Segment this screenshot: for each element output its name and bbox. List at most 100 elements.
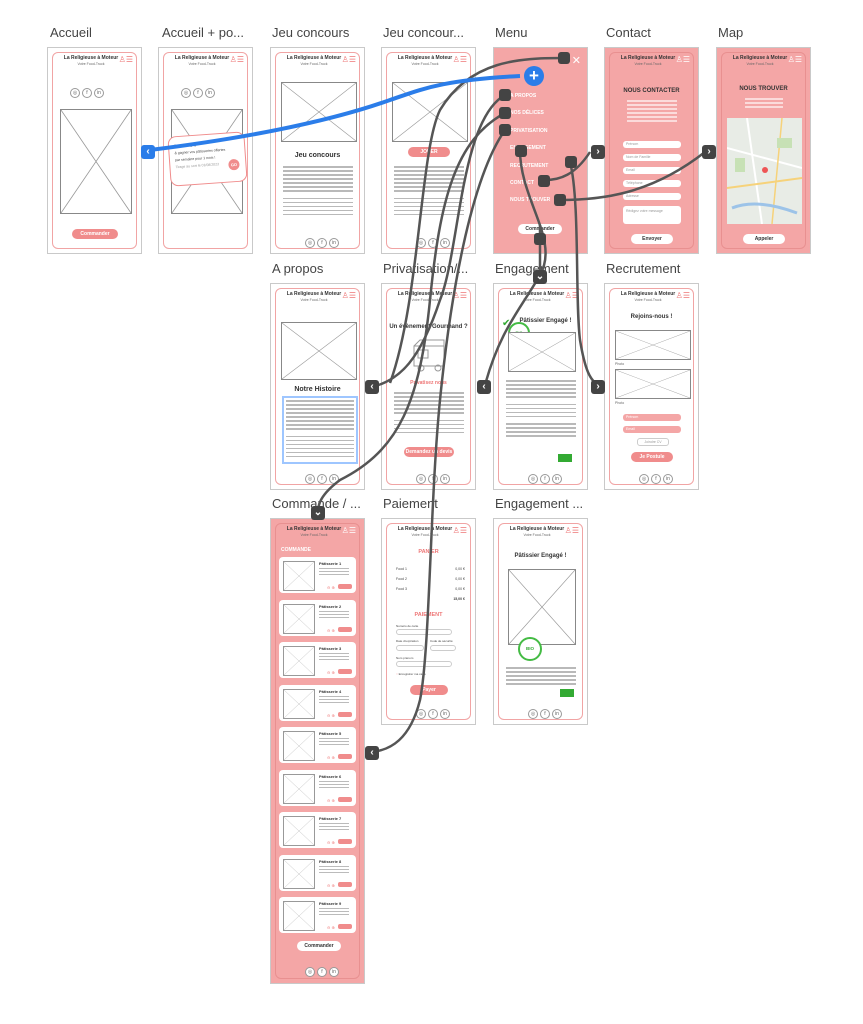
instagram-icon[interactable]: ◎	[305, 967, 315, 977]
quantity-stepper[interactable]: ⊖ ⊕	[327, 585, 335, 590]
instagram-icon[interactable]: ◎	[528, 709, 538, 719]
linkedin-icon[interactable]: in	[440, 474, 450, 484]
artboard-label-jeu-concours[interactable]: Jeu concours	[272, 25, 350, 40]
history-text[interactable]	[282, 396, 358, 464]
close-icon[interactable]: ✕	[571, 55, 581, 67]
connector-handle[interactable]	[538, 175, 550, 187]
call-button[interactable]: Appeler	[743, 234, 785, 244]
instagram-icon[interactable]: ◎	[305, 474, 315, 484]
product-card[interactable]: Pâtisserie 3⊖ ⊕	[279, 642, 356, 678]
facebook-icon[interactable]: f	[540, 709, 550, 719]
connector-handle[interactable]	[558, 52, 570, 64]
instagram-icon[interactable]: ◎	[416, 709, 426, 719]
artboard-label-menu[interactable]: Menu	[495, 25, 528, 40]
connector-handle[interactable]	[554, 194, 566, 206]
product-card[interactable]: Pâtisserie 7⊖ ⊕	[279, 812, 356, 848]
linkedin-icon[interactable]: in	[663, 474, 673, 484]
menu-item-contact[interactable]: CONTACT	[510, 180, 535, 186]
artboard-label-accueil[interactable]: Accueil	[50, 25, 92, 40]
artboard-label-engagement-2[interactable]: Engagement ...	[495, 496, 584, 511]
add-connection-icon[interactable]: +	[524, 66, 544, 86]
cv-upload-button[interactable]: Joindre CV	[637, 438, 669, 446]
add-to-cart-button[interactable]	[338, 754, 352, 759]
contest-popup[interactable]: Tentez de gag & gagner vos pâtisseries o…	[167, 131, 248, 187]
linkedin-icon[interactable]: in	[205, 88, 215, 98]
facebook-icon[interactable]: f	[428, 238, 438, 248]
card-number-field[interactable]	[396, 629, 452, 635]
apply-button[interactable]: Je Postule	[631, 452, 673, 462]
cvc-field[interactable]	[430, 645, 456, 651]
chevron-right-icon[interactable]: ›	[591, 380, 605, 394]
add-to-cart-button[interactable]	[338, 796, 352, 802]
artboard-label-privatisation[interactable]: Privatisation/...	[383, 261, 469, 276]
product-card[interactable]: Pâtisserie 8⊖ ⊕	[279, 854, 356, 891]
linkedin-icon[interactable]: in	[94, 88, 104, 98]
quantity-stepper[interactable]: ⊖ ⊕	[327, 840, 335, 845]
map-view[interactable]	[727, 118, 802, 224]
firstname-field[interactable]: Prénom	[623, 414, 681, 421]
connector-handle[interactable]	[565, 156, 577, 168]
product-card[interactable]: Pâtisserie 9⊖ ⊕	[279, 897, 356, 933]
menu-item-privatisation[interactable]: PRIVATISATION	[510, 128, 548, 134]
linkedin-icon[interactable]: in	[329, 474, 339, 484]
artboard-recrutement[interactable]: La Religieuse à Moteur Votre Food-Truck …	[604, 283, 699, 490]
menu-item-nous-trouver[interactable]: NOUS TROUVER	[510, 197, 551, 203]
instagram-icon[interactable]: ◎	[639, 474, 649, 484]
artboard-accueil-popup[interactable]: La Religieuse à Moteur Votre Food-Truck …	[158, 47, 253, 254]
facebook-icon[interactable]: f	[428, 474, 438, 484]
email-field[interactable]: Email	[623, 167, 681, 174]
connector-handle[interactable]	[499, 124, 511, 136]
quantity-stepper[interactable]: ⊖ ⊕	[327, 797, 335, 803]
linkedin-icon[interactable]: in	[440, 709, 450, 719]
connector-handle[interactable]	[499, 89, 511, 101]
connector-handle[interactable]	[499, 107, 511, 119]
linkedin-icon[interactable]: in	[552, 474, 562, 484]
add-to-cart-button[interactable]	[338, 711, 352, 717]
linkedin-icon[interactable]: in	[440, 238, 450, 248]
artboard-jeu-concours-2[interactable]: La Religieuse à Moteur Votre Food-Truck …	[381, 47, 476, 254]
chevron-right-icon[interactable]: ›	[702, 145, 716, 159]
play-button[interactable]: JOUER	[408, 147, 450, 157]
quantity-stepper[interactable]: ⊖ ⊕	[327, 755, 335, 760]
quantity-stepper[interactable]: ⊖ ⊕	[327, 712, 335, 718]
linkedin-icon[interactable]: in	[329, 238, 339, 248]
artboard-engagement[interactable]: La Religieuse à Moteur Votre Food-Truck …	[493, 283, 588, 490]
save-card-checkbox[interactable]: ○ Enregistrer ma carte	[396, 672, 426, 676]
facebook-icon[interactable]: f	[651, 474, 661, 484]
instagram-icon[interactable]: ◎	[305, 238, 315, 248]
lastname-field[interactable]: Nom de Famille	[623, 154, 681, 161]
menu-item-apropos[interactable]: A PROPOS	[510, 93, 537, 99]
artboard-accueil[interactable]: La Religieuse à Moteur Votre Food-Truck …	[47, 47, 142, 254]
artboard-contact[interactable]: La Religieuse à Moteur Votre Food-Truck …	[604, 47, 699, 254]
artboard-apropos[interactable]: La Religieuse à Moteur Votre Food-Truck …	[270, 283, 365, 490]
message-field[interactable]: Rédigez votre message	[623, 206, 681, 224]
pay-button[interactable]: Payer	[410, 685, 448, 695]
artboard-engagement-2[interactable]: La Religieuse à Moteur Votre Food-Truck …	[493, 518, 588, 725]
facebook-icon[interactable]: f	[317, 474, 327, 484]
chevron-down-icon[interactable]: ⌄	[533, 270, 547, 284]
quote-button[interactable]: Demandez un devis	[404, 447, 454, 457]
artboard-privatisation[interactable]: La Religieuse à Moteur Votre Food-Truck …	[381, 283, 476, 490]
facebook-icon[interactable]: f	[82, 88, 92, 98]
quantity-stepper[interactable]: ⊖ ⊕	[327, 925, 335, 930]
commander-button[interactable]: Commander	[72, 229, 118, 239]
quantity-stepper[interactable]: ⊖ ⊕	[327, 882, 335, 888]
connector-handle[interactable]	[534, 233, 546, 245]
artboard-label-map[interactable]: Map	[718, 25, 744, 40]
chevron-left-icon[interactable]: ‹	[141, 145, 155, 159]
firstname-field[interactable]: Prénom	[623, 141, 681, 148]
product-card[interactable]: Pâtisserie 4⊖ ⊕	[279, 684, 356, 721]
chevron-left-icon[interactable]: ‹	[365, 746, 379, 760]
instagram-icon[interactable]: ◎	[416, 238, 426, 248]
name-field[interactable]	[396, 661, 452, 667]
artboard-commande[interactable]: La Religieuse à Moteur Votre Food-Truck …	[270, 518, 365, 984]
artboard-label-contact[interactable]: Contact	[606, 25, 651, 40]
chevron-left-icon[interactable]: ‹	[365, 380, 379, 394]
add-to-cart-button[interactable]	[338, 881, 352, 887]
artboard-label-paiement[interactable]: Paiement	[383, 496, 438, 511]
quantity-stepper[interactable]: ⊖ ⊕	[327, 670, 335, 675]
linkedin-icon[interactable]: in	[329, 967, 339, 977]
chevron-right-icon[interactable]: ›	[591, 145, 605, 159]
chevron-left-icon[interactable]: ‹	[477, 380, 491, 394]
menu-item-nos-delices[interactable]: NOS DÉLICES	[510, 110, 544, 116]
